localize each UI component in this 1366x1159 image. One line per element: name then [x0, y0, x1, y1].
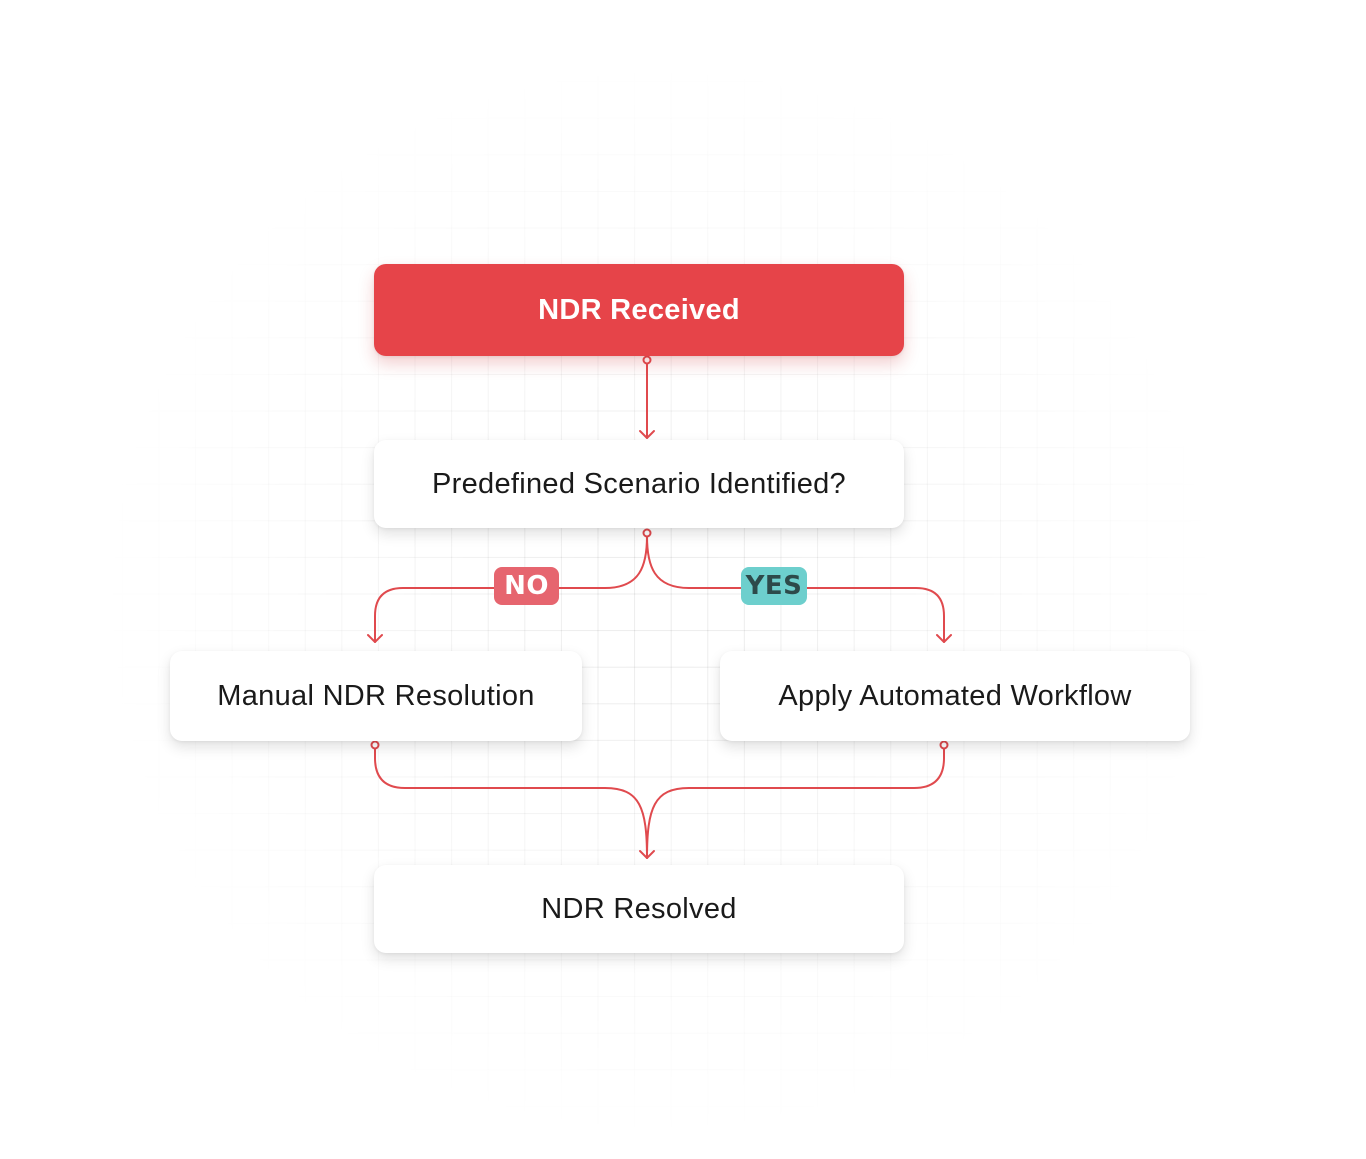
badge-yes: YES [741, 567, 807, 605]
port-decision-out [642, 528, 652, 538]
port-start-out [642, 355, 652, 365]
node-ndr-received-label: NDR Received [538, 293, 740, 326]
node-automated-workflow: Apply Automated Workflow [720, 651, 1190, 741]
port-manual-out [370, 740, 380, 750]
node-automated-workflow-label: Apply Automated Workflow [778, 679, 1132, 712]
edge-auto-to-end [646, 747, 945, 859]
node-ndr-received: NDR Received [374, 264, 904, 356]
edge-merge-arrowhead [639, 850, 655, 859]
node-manual-resolution-label: Manual NDR Resolution [217, 679, 535, 712]
badge-no: NO [494, 567, 559, 605]
node-ndr-resolved: NDR Resolved [374, 865, 904, 953]
edge-decision-to-manual-arrowhead [367, 634, 383, 643]
node-ndr-resolved-label: NDR Resolved [541, 892, 737, 925]
edge-decision-to-auto-arrowhead [936, 634, 952, 643]
edge-decision-to-auto [646, 535, 945, 643]
edge-start-to-decision-arrowhead [639, 430, 655, 439]
badge-no-label: NO [504, 571, 549, 601]
badge-yes-label: YES [745, 571, 803, 601]
edge-manual-to-end [374, 747, 648, 859]
edge-decision-to-manual [374, 535, 648, 643]
node-decision-label: Predefined Scenario Identified? [432, 467, 846, 500]
node-manual-resolution: Manual NDR Resolution [170, 651, 582, 741]
node-decision: Predefined Scenario Identified? [374, 440, 904, 528]
port-auto-out [939, 740, 949, 750]
